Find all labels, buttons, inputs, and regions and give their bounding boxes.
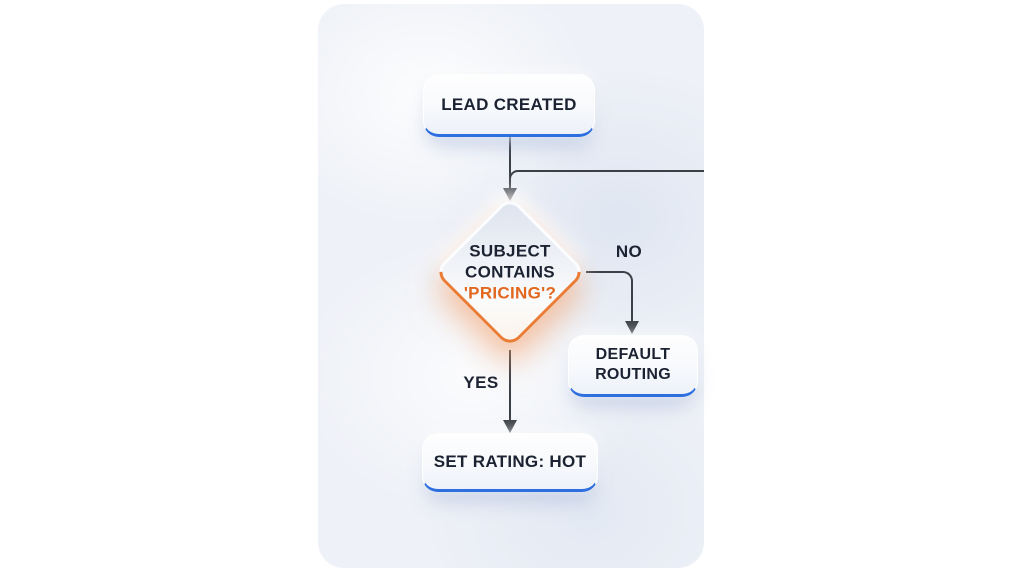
arrowhead-into-decision-icon xyxy=(503,188,517,201)
node-lead-created: LEAD CREATED xyxy=(423,74,595,137)
node-set-rating-hot: SET RATING: HOT xyxy=(422,433,598,492)
arrowhead-into-rating-icon xyxy=(503,420,517,433)
edge-decision-to-rating xyxy=(509,350,511,420)
edge-label-no: NO xyxy=(615,242,643,261)
edge-label-yes: YES xyxy=(463,373,499,392)
edge-incoming-from-right xyxy=(509,170,704,188)
edge-lead-to-decision xyxy=(509,137,511,190)
node-lead-created-label: LEAD CREATED xyxy=(441,95,577,114)
edge-decision-to-default xyxy=(586,271,633,321)
node-default-routing: DEFAULT ROUTING xyxy=(568,335,698,397)
decision-question: SUBJECT CONTAINS xyxy=(465,241,555,282)
node-set-rating-hot-label: SET RATING: HOT xyxy=(433,452,587,471)
decision-label: SUBJECT CONTAINS 'PRICING'? xyxy=(435,241,585,304)
arrowhead-into-default-icon xyxy=(625,321,639,334)
decision-highlight: 'PRICING'? xyxy=(463,283,557,303)
node-default-routing-label: DEFAULT ROUTING xyxy=(595,346,671,383)
